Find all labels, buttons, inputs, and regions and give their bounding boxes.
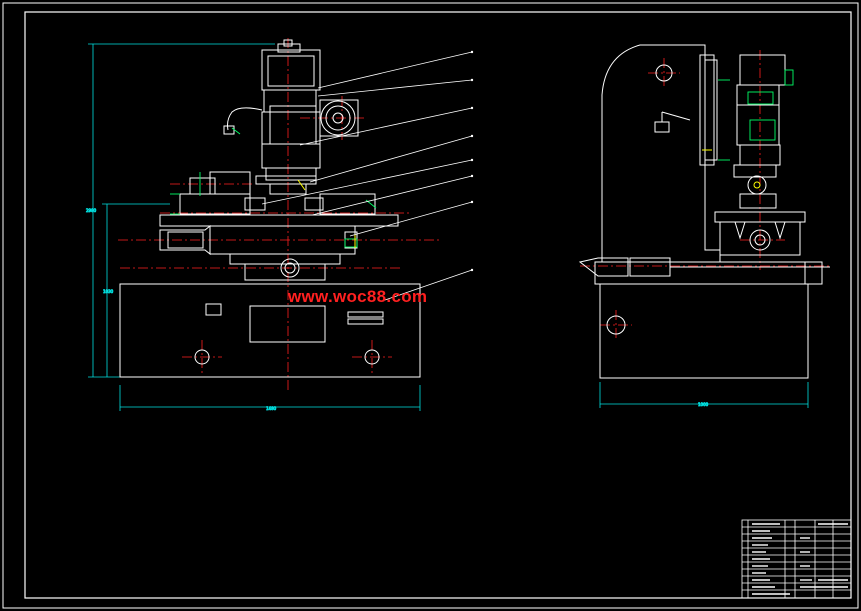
- title-block: [741, 519, 852, 599]
- front-leaders: [261, 50, 474, 301]
- inner-border: [24, 11, 852, 599]
- front-dimensions: 2980 1030 1480: [86, 43, 421, 411]
- side-highlights: [702, 149, 761, 189]
- svg-text:1030: 1030: [103, 289, 114, 294]
- svg-text:2980: 2980: [86, 208, 97, 213]
- side-details: [718, 69, 794, 161]
- front-base: [119, 283, 421, 378]
- front-details: [170, 127, 377, 248]
- front-highlights: [297, 179, 356, 248]
- side-frame: [578, 44, 830, 379]
- front-view: 2980 1030 1480: [86, 38, 474, 411]
- side-centerlines: [580, 50, 830, 340]
- svg-text:1480: 1480: [266, 406, 277, 411]
- front-table: [159, 171, 399, 281]
- side-dimensions: 1000: [599, 382, 809, 408]
- watermark-text: www.woc88.com: [288, 287, 428, 306]
- svg-text:1000: 1000: [698, 402, 709, 407]
- side-view: 1000: [578, 44, 830, 408]
- front-head: [223, 39, 359, 195]
